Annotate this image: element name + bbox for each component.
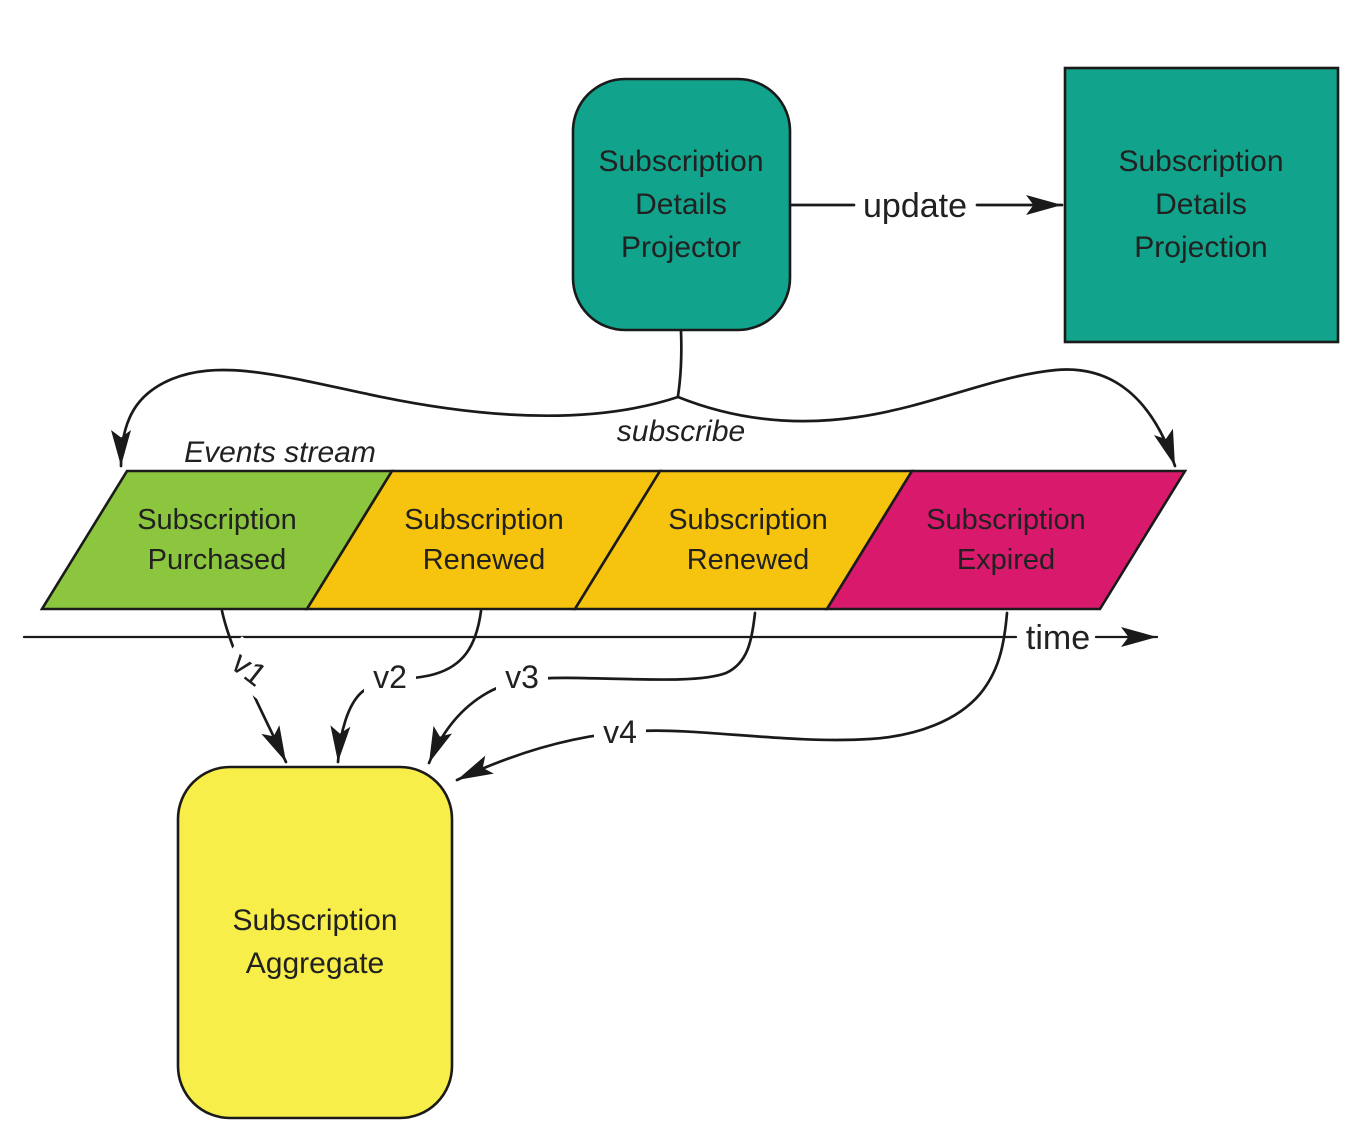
projection-box (1063, 66, 1340, 344)
aggregate-box (176, 765, 454, 1120)
time-label: time (1026, 619, 1090, 657)
projection-node: Subscription Details Projection (1063, 66, 1340, 344)
projector-box (571, 77, 792, 332)
event4-line1: Subscription (926, 504, 1086, 536)
subscribe-stem-line (676, 329, 683, 398)
projection-line3: Projection (1134, 231, 1267, 264)
v4-arrow (455, 611, 1009, 782)
v4-label-plate (594, 712, 646, 750)
aggregate-node: Subscription Aggregate (176, 765, 454, 1120)
v2-label-group: v2 (364, 657, 416, 695)
subscribe-right-arrow (676, 368, 1177, 468)
projector-node: Subscription Details Projector (571, 77, 792, 332)
event4-line2: Expired (957, 544, 1055, 576)
events-stream: Events stream Subscription Purchased Sub… (39, 436, 1188, 611)
subscribe-label: subscribe (617, 415, 745, 448)
aggregate-line2: Aggregate (246, 947, 384, 980)
v1-label-group: v1 (217, 636, 283, 700)
event1-line2: Purchased (148, 544, 287, 576)
v4-label: v4 (603, 714, 637, 750)
event2-line2: Renewed (423, 544, 546, 576)
event3-line2: Renewed (687, 544, 810, 576)
projector-line2: Details (635, 188, 727, 221)
events-stream-title: Events stream (184, 436, 376, 469)
projection-line1: Subscription (1118, 145, 1283, 178)
v3-label-group: v3 (496, 657, 548, 695)
projection-line2: Details (1155, 188, 1247, 221)
event3-line1: Subscription (668, 504, 828, 536)
event-subscription-expired (824, 469, 1188, 611)
subscribe-connector (111, 329, 1177, 468)
projector-line3: Projector (621, 231, 741, 264)
v3-label: v3 (505, 659, 539, 695)
v3-label-plate (496, 657, 548, 695)
v1-label-plate (217, 636, 283, 700)
v3-arrow (427, 611, 757, 765)
event2-line1: Subscription (404, 504, 564, 536)
v2-label: v2 (373, 659, 407, 695)
projector-line1: Subscription (598, 145, 763, 178)
v2-label-plate (364, 657, 416, 695)
aggregate-line1: Subscription (232, 904, 397, 937)
update-label: update (863, 187, 967, 225)
subscribe-left-arrow (111, 368, 680, 468)
event1-line1: Subscription (137, 504, 297, 536)
v4-label-group: v4 (594, 712, 646, 750)
